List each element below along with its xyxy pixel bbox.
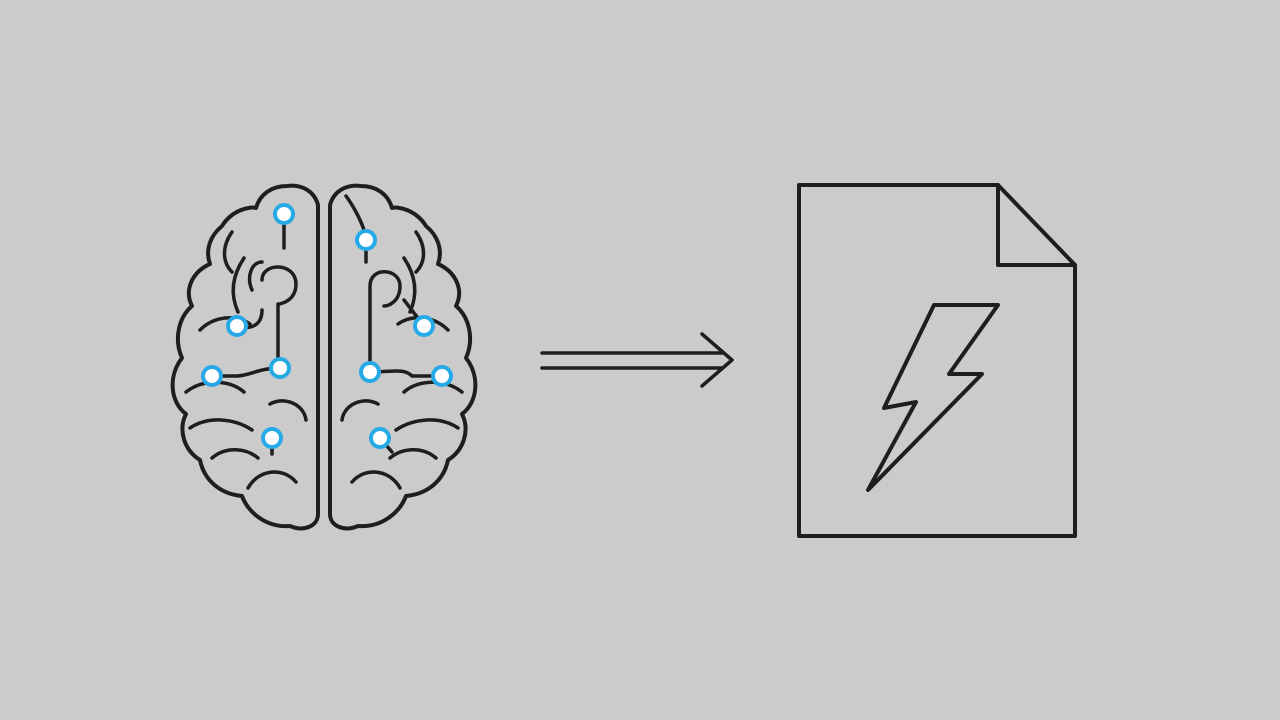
brain-fold [350,470,402,490]
brain-fold [222,230,234,274]
brain-fold [340,399,380,422]
circuit-nodes [201,203,453,449]
circuit-node [355,229,377,251]
brain-right-hemisphere [328,183,478,531]
circuit-node [431,365,453,387]
brain-fold [268,399,308,422]
brain-fold [247,260,264,292]
brain-fold [210,448,260,460]
brain-fold [402,380,464,394]
brain-fold [344,194,366,232]
brain-fold [246,470,298,490]
circuit-node [226,315,248,337]
lightning-bolt-icon [866,303,1000,492]
circuit-node [201,365,223,387]
brain-left-hemisphere [170,183,320,531]
circuit-node [261,427,283,449]
document-lightning-icon [797,183,1077,538]
document-fold [996,183,1077,267]
document-outline [797,183,1077,538]
double-line-arrow [540,332,734,388]
circuit-node [413,315,435,337]
brain-circuit-icon [170,183,478,531]
circuit-node [369,427,391,449]
circuit-node [269,357,291,379]
brain-fold [414,230,426,274]
brain-fold [388,448,438,460]
brain-fold [231,256,246,314]
circuit-node [359,361,381,383]
brain-fold [394,418,460,432]
circuit-node [273,203,295,225]
circuit-trace [368,270,402,372]
brain-fold [188,418,254,432]
arrow-head [700,332,734,388]
circuit-trace [260,265,298,370]
